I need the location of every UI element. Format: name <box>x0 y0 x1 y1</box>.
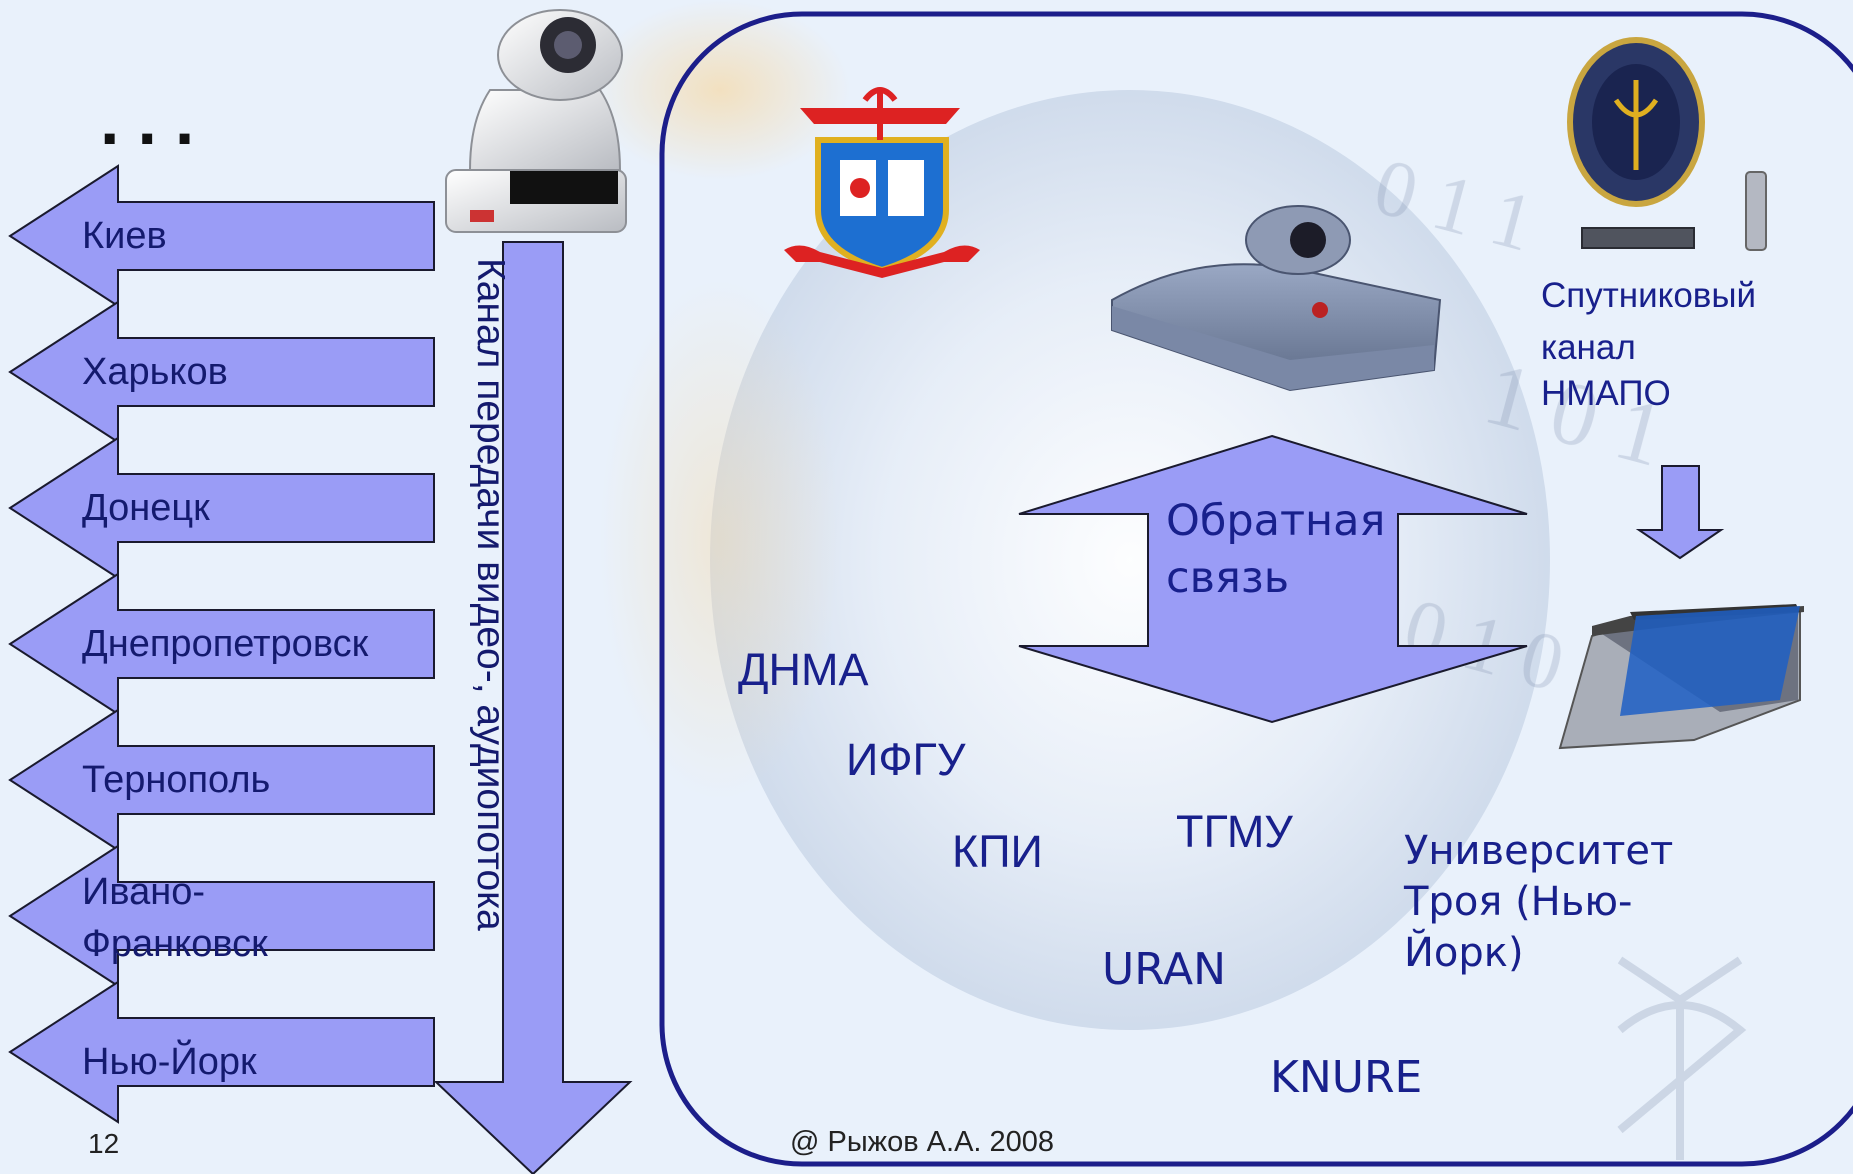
satellite-arrow <box>1635 465 1725 560</box>
copyright-footer: @ Рыжов А.А. 2008 <box>790 1126 1055 1158</box>
university-kpi: КПИ <box>952 826 1043 877</box>
city-label-kiev: Киев <box>82 215 167 257</box>
city-arrow <box>8 844 435 988</box>
caduceus-watermark <box>1617 956 1747 1160</box>
city-label-donetsk: Донецк <box>82 487 210 529</box>
university-tgmu: ТГМУ <box>1176 806 1293 857</box>
video-conference-unit-icon <box>1111 205 1442 392</box>
city-arrow <box>8 300 435 444</box>
university-knure: KNURE <box>1270 1052 1423 1103</box>
city-arrow <box>8 164 435 308</box>
channel-arrow <box>433 241 633 1174</box>
glow-decoration <box>600 280 840 800</box>
satellite-channel-label: Спутниковый канал <box>1541 270 1791 374</box>
city-arrow <box>8 980 435 1124</box>
university-troy: Университет Троя (Нью-Йорк) <box>1404 828 1674 976</box>
glow-decoration <box>590 0 850 180</box>
feedback-arrow <box>1018 434 1528 724</box>
city-label-ternopil: Тернополь <box>82 759 271 801</box>
feedback-label: Обратная связь <box>1166 496 1386 603</box>
city-label-dnipropetrovsk: Днепропетровск <box>82 623 369 665</box>
university-dnma: ДНМА <box>738 644 869 695</box>
satellite-receiver-icon <box>1567 37 1767 251</box>
university-uran: URAN <box>1102 944 1227 995</box>
city-arrow <box>8 708 435 852</box>
laptop-icon <box>1558 604 1804 750</box>
ptz-camera-icon <box>445 9 627 233</box>
university-logo-icon <box>784 87 980 278</box>
slide-number: 12 <box>88 1128 120 1159</box>
city-label-kharkiv: Харьков <box>82 351 228 393</box>
nmapo-label: НМАПО <box>1541 374 1671 413</box>
ellipsis: ... <box>100 81 213 159</box>
satellite-channel-text: Спутниковый канал <box>1541 276 1757 367</box>
university-ifgu: ИФГУ <box>846 734 966 785</box>
city-label-new-york: Нью-Йорк <box>82 1041 257 1083</box>
city-label-ivano-frankivsk: Ивано-Франковск <box>82 871 268 965</box>
city-arrow <box>8 572 435 716</box>
channel-label: Канал передачи видео-, аудиопотока <box>469 258 512 931</box>
network-frame <box>659 11 1853 1167</box>
city-arrow <box>8 436 435 580</box>
